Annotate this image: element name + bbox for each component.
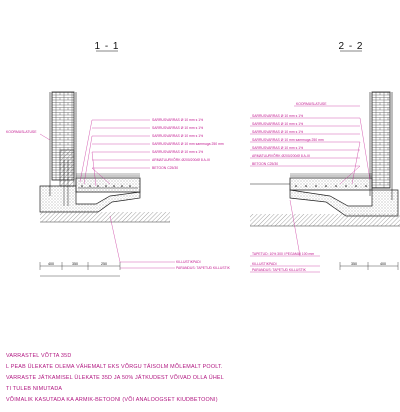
- note-line-5: VÕIMALIK KASUTADA KA ARMIK-BETOONI (VÕI …: [6, 396, 218, 403]
- left-lower-callout-1: KILLUSTIKPADI: [176, 260, 201, 264]
- left-callout-4: SARRUSVARRAS Ø 10 mm sammuga 250 mm: [152, 142, 224, 146]
- right-lower-callout-2: KILLUSTIKPADI: [252, 262, 277, 266]
- note-line-4: TI TULEB NIMUTADA: [6, 386, 62, 392]
- left-callout-5: SARRUSVARRAS Ø 10 mm s 1%: [152, 150, 203, 154]
- right-callout-7: ARMATUURVÕRK Ø200/200/Ø 8 A-III: [252, 153, 310, 158]
- left-callout-6: ARMATUURVÕRK Ø200/200/Ø 8 A-III: [152, 157, 210, 162]
- right-callout-8: BETOON C25/30: [252, 162, 278, 166]
- section-2-2-detail: [250, 91, 400, 273]
- left-dim-2: 350: [72, 262, 78, 266]
- left-edge-label: KOORMUSLATUSE: [6, 130, 37, 134]
- right-callout-6: SARRUSVARRAS Ø 10 mm s 1%: [252, 146, 303, 150]
- right-slab: [289, 177, 373, 191]
- right-lower-callout-3: PARANDUS: TAPETUD KILLUSTIK: [252, 268, 307, 272]
- left-dim-3: 250: [101, 262, 107, 266]
- note-line-3: VARRASTE JÄTKAMISEL ÜLEKATE 35D JA 50% J…: [6, 374, 224, 381]
- note-line-1: VARRASTEL VÕTTA 35D: [6, 352, 71, 359]
- section-title-1: 1 - 1: [94, 41, 119, 52]
- general-notes: VARRASTEL VÕTTA 35D L PEAB ÜLEKATE OLEMA…: [6, 352, 224, 403]
- left-slab: [75, 177, 141, 193]
- right-callout-4: SARRUSVARRAS Ø 10 mm s 1%: [252, 130, 303, 134]
- right-callout-1: KOORMUSLATUSE: [296, 102, 327, 106]
- right-lower-callout-1: TAPETUD: 10% 300 l PEGAMAI 100 mm: [252, 252, 314, 256]
- left-callout-3: SARRUSVARRAS Ø 10 mm s 1%: [152, 134, 203, 138]
- right-callout-2: SARRUSVARRAS Ø 10 mm s 1%: [252, 114, 303, 118]
- left-dim-1: 400: [48, 262, 54, 266]
- section-title-2: 2 - 2: [338, 41, 363, 52]
- left-lower-callout-2: PARANDUS: TAPETUD KILLUSTIK: [176, 266, 231, 270]
- right-callout-5: SARRUSVARRAS Ø 10 mm sammuga 250 mm: [252, 138, 324, 142]
- left-callout-7: BETOON C25/30: [152, 166, 178, 170]
- right-callout-3: SARRUSVARRAS Ø 10 mm s 1%: [252, 122, 303, 126]
- left-callout-1: SARRUSVARRAS Ø 10 mm s 1%: [152, 118, 203, 122]
- left-callout-2: SARRUSVARRAS Ø 10 mm s 1%: [152, 126, 203, 130]
- right-footing: [289, 189, 399, 217]
- right-dim-2: 400: [380, 262, 386, 266]
- note-line-2: L PEAB ÜLEKATE OLEMA VÄHEMALT EKS VÕRGU …: [6, 363, 223, 370]
- right-dim-1: 350: [351, 262, 357, 266]
- section-1-1-detail: [39, 91, 175, 277]
- right-wall: [371, 91, 391, 189]
